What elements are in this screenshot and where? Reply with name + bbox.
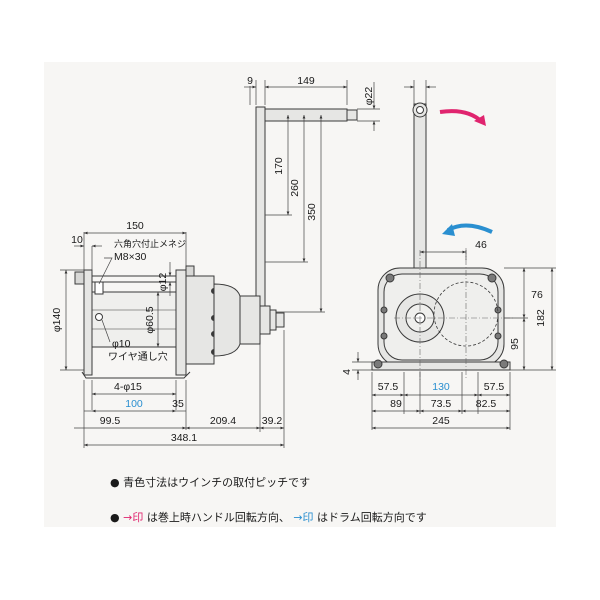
dim-82-5: 82.5: [476, 398, 497, 410]
wire-hole: [95, 313, 103, 321]
label-m8x30: M8×30: [114, 251, 147, 263]
dim-phi10: φ10: [112, 338, 131, 350]
dim-182: 182: [535, 309, 547, 327]
dim-10: 10: [71, 234, 83, 246]
dim-phi12: φ12: [157, 273, 169, 292]
note2-end: はドラム回転方向です: [317, 510, 427, 524]
dim-46: 46: [475, 239, 487, 251]
dim-4-phi15: 4-φ15: [114, 381, 142, 393]
dim-350: 350: [306, 203, 318, 221]
dim-99-5: 99.5: [100, 415, 121, 427]
dim-348-1: 348.1: [171, 432, 197, 444]
dim-149: 149: [297, 75, 315, 87]
dim-39-2: 39.2: [262, 415, 283, 427]
note2-middle: は巻上時ハンドル回転方向、: [147, 510, 290, 524]
dim-phi22: φ22: [363, 87, 375, 106]
dim-57-5-right: 57.5: [484, 381, 505, 393]
note-rotation-direction: ● →印 は巻上時ハンドル回転方向、 →印 はドラム回転方向です: [110, 510, 427, 524]
winch-dimension-drawing: 9 149 φ22 170 260 350: [51, 75, 556, 524]
front-view: [371, 102, 511, 371]
note2-blue-arrow: →印: [293, 511, 313, 524]
note2-bullet: ●: [110, 511, 120, 524]
label-wire-hole: ワイヤ通し穴: [108, 350, 168, 363]
dim-245: 245: [432, 415, 450, 427]
dim-73-5: 73.5: [431, 398, 452, 410]
gear-housing: [185, 275, 215, 365]
dim-57-5-left: 57.5: [378, 381, 399, 393]
crank-arm: [255, 106, 266, 308]
dim-4: 4: [341, 369, 353, 375]
dim-89: 89: [390, 398, 402, 410]
brake-cover: [213, 283, 241, 357]
dim-209-4: 209.4: [210, 415, 236, 427]
dim-76: 76: [531, 289, 543, 301]
dim-170: 170: [273, 157, 285, 175]
note1-bullet: ●: [110, 476, 120, 489]
dim-95: 95: [509, 338, 521, 350]
frame-plate-right: [175, 269, 187, 376]
dim-phi60-5: φ60.5: [144, 306, 156, 333]
drive-shaft: [275, 312, 285, 328]
note2-red-arrow: →印: [123, 511, 143, 524]
dim-35: 35: [172, 398, 184, 410]
frame-plate-left: [83, 269, 93, 376]
handle-view: [255, 106, 358, 316]
dim-150: 150: [126, 220, 144, 232]
front-base: [371, 361, 511, 371]
note1-text: 青色寸法はウインチの取付ピッチです: [123, 475, 310, 489]
dim-260: 260: [289, 179, 301, 197]
label-hex-set-screw: 六角穴付止メネジ: [114, 238, 186, 250]
drum-rotation-arrow: [447, 223, 493, 234]
side-view: [74, 265, 285, 379]
dim-130: 130: [432, 381, 450, 393]
drawing-sheet: 9 149 φ22 170 260 350: [44, 62, 556, 527]
drum: [91, 291, 177, 348]
dim-9: 9: [247, 75, 253, 87]
note-blue-dimensions: ● 青色寸法はウインチの取付ピッチです: [110, 475, 310, 489]
dim-phi140: φ140: [51, 308, 63, 332]
handle-grip: [264, 108, 348, 122]
dim-100: 100: [125, 398, 143, 410]
